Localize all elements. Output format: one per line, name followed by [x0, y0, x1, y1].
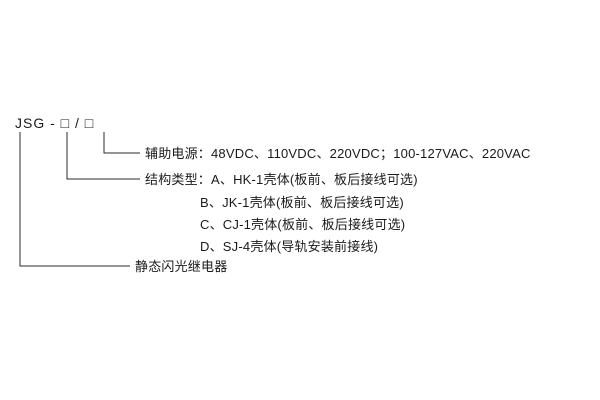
aux-power-label: 辅助电源：48VDC、110VDC、220VDC；100-127VAC、220V… — [145, 146, 531, 161]
leader-product-name — [19, 132, 130, 267]
leader-aux-power — [103, 132, 140, 154]
product-name-label: 静态闪光继电器 — [135, 259, 228, 274]
structure-option-d: D、SJ-4壳体(导轨安装前接线) — [200, 239, 379, 254]
structure-option-c: C、CJ-1壳体(板前、板后接线可选) — [200, 217, 406, 232]
model-code: JSG - □ / □ — [15, 115, 95, 131]
leader-structure-type — [66, 132, 140, 180]
structure-type-label: 结构类型：A、HK-1壳体(板前、板后接线可选) — [145, 172, 418, 187]
structure-option-b: B、JK-1壳体(板前、板后接线可选) — [200, 195, 404, 210]
